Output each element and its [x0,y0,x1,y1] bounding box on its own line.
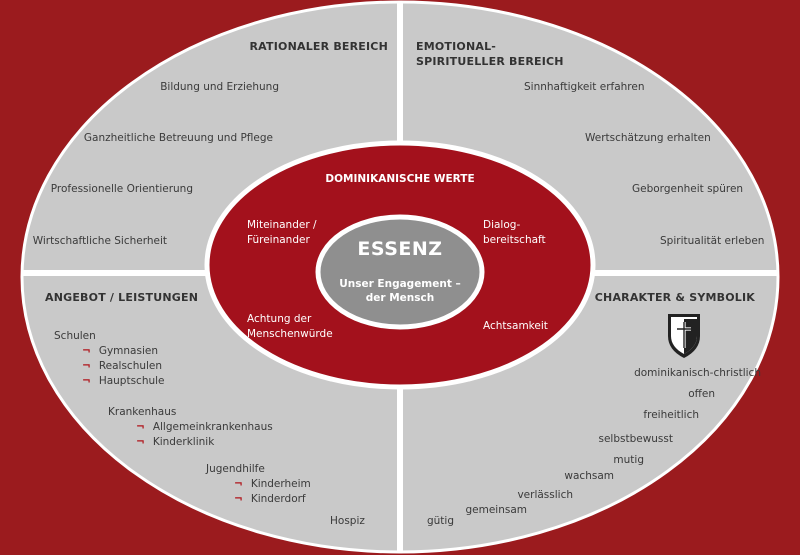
rational-header: RATIONALER BEREICH [249,40,388,53]
essenz-title: ESSENZ [357,238,443,260]
character-item-8: gemeinsam [465,504,527,516]
emotional-header-line2: SPIRITUELLER BEREICH [416,55,564,68]
character-item-3: freiheitlich [643,409,699,421]
character-item-6: wachsam [564,470,614,482]
offer-jugendhilfe-item-1: Kinderheim [234,477,311,491]
center-ellipse [315,214,485,330]
essenz-sub-line2: der Mensch [365,292,435,304]
offer-schulen-item-1: Gymnasien [82,344,158,358]
emotional-item-2: Wertschätzung erhalten [585,132,711,144]
emotional-item-1: Sinnhaftigkeit erfahren [524,81,645,93]
character-item-9: gütig [426,515,454,527]
essenz-sub-line1: Unser Engagement – [339,278,461,290]
emotional-header-line1: EMOTIONAL- [416,40,497,53]
offer-schulen: Schulen [54,330,96,342]
rational-item-2: Ganzheitliche Betreuung und Pflege [83,132,273,144]
character-header: CHARAKTER & SYMBOLIK [594,291,755,304]
rational-item-1: Bildung und Erziehung [160,81,279,93]
character-item-2: offen [688,388,715,400]
value-miteinander-line2: Füreinander [247,234,310,246]
offer-schulen-item-2: Realschulen [82,359,162,373]
offer-jugendhilfe-item-2: Kinderdorf [234,492,306,506]
character-item-5: mutig [613,454,644,466]
value-achtung-line2: Menschenwürde [247,328,333,340]
character-item-7: verlässlich [517,489,573,501]
offer-krankenhaus-item-2: Kinderklinik [136,435,214,449]
value-dialog-line1: Dialog- [483,219,521,231]
character-item-4: selbstbewusst [598,433,673,445]
offer-schulen-item-3: Hauptschule [82,374,165,388]
emotional-item-3: Geborgenheit spüren [632,183,744,195]
offer-jugendhilfe: Jugendhilfe [206,463,265,475]
emotional-item-4: Spiritualität erleben [660,235,765,247]
rational-item-3: Professionelle Orientierung [50,183,193,195]
value-miteinander-line1: Miteinander / [247,219,317,231]
rational-item-4: Wirtschaftliche Sicherheit [32,235,167,247]
value-achtung-line1: Achtung der [247,313,312,325]
offer-hospiz: Hospiz [330,515,365,527]
dominican-shield-icon [668,314,700,358]
offer-krankenhaus: Krankenhaus [108,406,177,418]
offer-krankenhaus-item-1: Allgemeinkrankenhaus [136,420,273,434]
dominican-values-title: DOMINIKANISCHE WERTE [325,173,475,185]
value-achtsamkeit: Achtsamkeit [483,320,548,332]
offer-header: ANGEBOT / LEISTUNGEN [45,291,199,304]
character-item-1: dominikanisch-christlich [634,367,761,379]
value-dialog-line2: bereitschaft [483,234,546,246]
